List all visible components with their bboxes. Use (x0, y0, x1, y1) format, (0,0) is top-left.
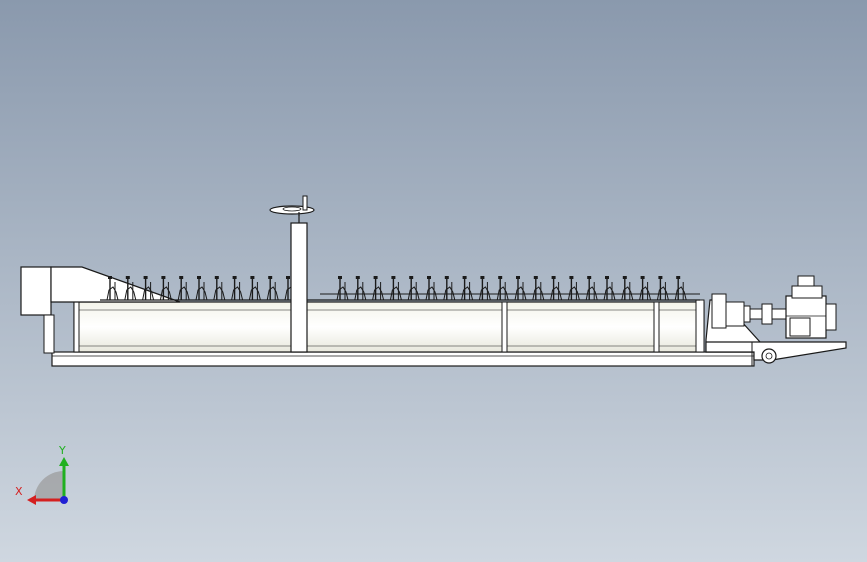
axis-triad: Y X (15, 444, 69, 505)
y-axis-label: Y (58, 444, 66, 457)
cover-clamp (336, 276, 349, 301)
cover-clamp (177, 276, 190, 301)
x-axis-head (27, 495, 36, 505)
cover-clamp (213, 276, 226, 301)
drive-shaft (749, 303, 787, 325)
cover-clamp (266, 276, 279, 301)
cover-clamp (248, 276, 261, 301)
cover-clamp (550, 276, 563, 301)
cover-clamp (425, 276, 438, 301)
trough-body (73, 299, 705, 353)
cover-clamp (603, 276, 616, 301)
x-axis-label: X (15, 485, 23, 498)
cover-clamp (195, 276, 208, 301)
z-axis-dot (60, 496, 68, 504)
gate-column (290, 215, 308, 353)
cover-clamp (567, 276, 580, 301)
y-axis-head (59, 457, 69, 466)
cover-clamp (514, 276, 527, 301)
cover-clamp (674, 276, 687, 301)
triad-quadrant (34, 471, 64, 501)
gear-motor (785, 275, 837, 339)
cover-clamp (372, 276, 385, 301)
base-frame (51, 351, 755, 367)
drive-bracket (705, 293, 761, 353)
support-roller (761, 348, 777, 364)
cover-clamp (496, 276, 509, 301)
cover-clamp (621, 276, 634, 301)
inlet-hopper (20, 266, 181, 354)
cover-clamp (389, 276, 402, 301)
cover-clamp (142, 276, 155, 301)
cover-clamp (639, 276, 652, 301)
cover-clamp (532, 276, 545, 301)
handwheel-icon[interactable] (269, 195, 315, 216)
cover-clamps (106, 276, 687, 301)
cover-clamp (231, 276, 244, 301)
cover-clamp (106, 276, 119, 301)
cover-clamp (124, 276, 137, 301)
cover-clamp (656, 276, 669, 301)
cover-clamp (159, 276, 172, 301)
top-cover (100, 293, 700, 301)
cover-clamp (354, 276, 367, 301)
cover-clamp (443, 276, 456, 301)
cover-clamp (478, 276, 491, 301)
cover-clamp (407, 276, 420, 301)
cover-clamp (585, 276, 598, 301)
cover-clamp (461, 276, 474, 301)
